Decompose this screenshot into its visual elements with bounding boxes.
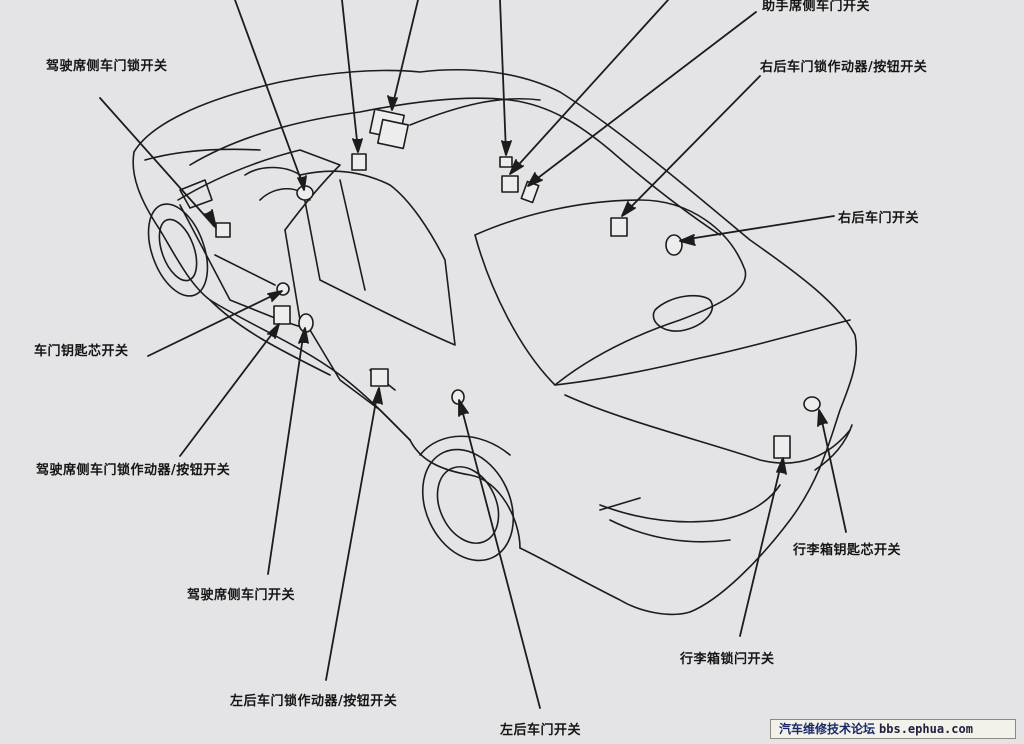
label-left-rear-door-switch: 左后车门开关 <box>500 723 582 738</box>
label-passenger-door-switch-partial: 助手席侧车门开关 <box>762 0 871 14</box>
label-trunk-latch-switch: 行李箱锁闩开关 <box>680 652 775 667</box>
label-left-rear-lock-actuator: 左后车门锁作动器/按钮开关 <box>230 694 398 709</box>
label-right-rear-lock-actuator: 右后车门锁作动器/按钮开关 <box>760 60 928 75</box>
label-right-rear-door-switch: 右后车门开关 <box>838 211 920 226</box>
label-driver-lock-actuator: 驾驶席侧车门锁作动器/按钮开关 <box>36 463 231 478</box>
watermark-url: bbs.ephua.com <box>879 722 973 736</box>
label-trunk-key-cylinder-switch: 行李箱钥匙芯开关 <box>793 543 902 558</box>
switch-components <box>215 108 821 459</box>
label-door-key-cylinder-switch: 车门钥匙芯开关 <box>34 344 129 359</box>
label-driver-door-switch: 驾驶席侧车门开关 <box>187 588 296 603</box>
watermark-site-name: 汽车维修技术论坛 <box>779 722 876 736</box>
leader-lines <box>99 0 847 709</box>
label-driver-door-lock-switch: 驾驶席侧车门锁开关 <box>46 59 168 74</box>
